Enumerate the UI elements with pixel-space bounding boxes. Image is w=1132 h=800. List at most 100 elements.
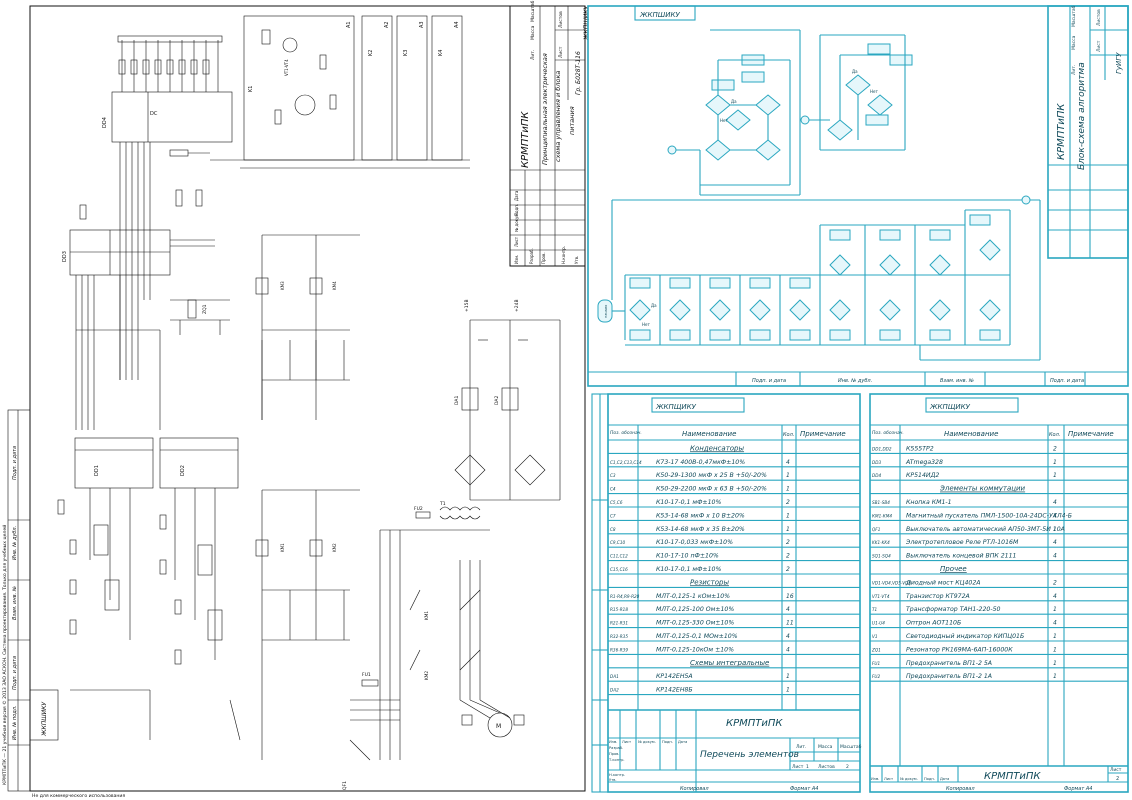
schematic-role-6: Разраб.	[529, 248, 534, 264]
list2-h-pos: Поз. обознач.	[872, 430, 904, 436]
side-field-2: Инв. № дубл.	[12, 526, 18, 560]
fu2-label: FU2	[414, 506, 423, 512]
flow-footer-2: Инв. № дубл.	[838, 378, 872, 384]
k1-label: K1	[248, 86, 254, 92]
flow2-no: Нет	[870, 89, 878, 94]
side-field-4: Подп. и дата	[12, 656, 18, 690]
schematic-tag: ЖКПЩИКУ	[583, 5, 590, 41]
list-cell-qty: 2	[1053, 445, 1057, 452]
list2-h-note: Примечание	[1068, 430, 1114, 438]
zq1-label: ZQ1	[202, 304, 208, 314]
side-field-1: Подп. и дата	[12, 446, 18, 480]
flow-col-2: Масса	[1071, 35, 1077, 50]
motor-label: M	[496, 723, 501, 730]
list2-role-1: Изм.	[871, 777, 879, 781]
side-field-5: Инв. № подл.	[12, 706, 18, 741]
list-section-title: Конденсаторы	[690, 444, 744, 452]
list-cell-pos: U1-U4	[872, 621, 885, 626]
list-cell-qty: 1	[1053, 633, 1057, 640]
list1-copied: Копировал	[680, 786, 709, 792]
list-cell-pos: SQ1-SQ4	[872, 554, 891, 559]
list-cell-qty: 2	[786, 499, 790, 506]
list1-sheet: 1	[806, 764, 809, 770]
schematic-title-3: питания	[568, 106, 576, 135]
list-cell-pos: DD1,DD2	[872, 446, 892, 451]
list-cell-pos: C9,C10	[610, 540, 626, 545]
schematic-role-8: Н.контр.	[561, 246, 566, 264]
km1-label: KM1	[280, 543, 285, 552]
list-cell-qty: 4	[1053, 512, 1057, 519]
schematic-role-2: Лист	[514, 236, 519, 247]
list-cell-name: К73-17 400В-0,47мкФ±10%	[656, 459, 745, 466]
list1-role-10: Утв.	[609, 778, 617, 782]
list2-role-5: Дата	[940, 777, 949, 781]
dd3-label: DD3	[62, 251, 68, 262]
km4-label: KM4	[332, 281, 337, 290]
list1-tag: ЖКПЩИКУ	[655, 403, 697, 411]
element-list-1: ЖКПЩИКУ Поз. обознач. Наименование Кол. …	[591, 393, 862, 793]
dd4-label: DD4	[102, 117, 108, 128]
km3-label: KM3	[280, 281, 285, 290]
list1-title: Перечень элементов	[700, 750, 799, 760]
list-cell-name: МЛТ-0,125-0,1 МОм±10%	[656, 633, 738, 640]
list-cell-name: Светодиодный индикатор КИПЦ01Б	[906, 633, 1024, 640]
list-cell-qty: 2	[786, 566, 790, 573]
list-cell-pos: DA1	[610, 674, 619, 679]
list-cell-name: Электротепловое Реле РТЛ-1016М	[905, 539, 1019, 546]
flow-tag: ЖКПШИКУ	[639, 11, 680, 19]
list-cell-pos: KK1-KK4	[872, 540, 890, 545]
list-cell-qty: 1	[1053, 660, 1057, 667]
list1-h-qty: Кол.	[783, 432, 794, 438]
margin-note: КРМПТиПК — 21 учебная версия © 2013 ЗАО …	[1, 525, 8, 785]
flow-footer-1: Подп. и дата	[752, 378, 786, 384]
vt-label: VT1-VT4	[284, 59, 289, 76]
schematic-role-4: Подп.	[514, 204, 519, 216]
list-section-title: Элементы коммутации	[939, 485, 1026, 493]
flowchart-sheet: Подп. и дата Инв. № дубл. Взам. инв. № П…	[587, 5, 1129, 387]
list2-role-2: Лист	[884, 777, 893, 781]
schematic-title-2: схема управления и блока	[554, 71, 562, 162]
flow-subroutine-2: Да Нет	[800, 34, 913, 151]
list-cell-pos: ZQ1	[871, 647, 881, 652]
list-cell-name: Магнитный пускатель ПМЛ-1500-10А-24DС-УХ…	[906, 512, 1072, 519]
list-cell-name: Транзистор КТ972А	[906, 593, 970, 600]
list1-role-9: Н.контр.	[609, 773, 625, 777]
schematic-sheets-label: Листов	[558, 11, 564, 28]
k2-label: K2	[368, 50, 374, 56]
qf1-label: QF1	[342, 781, 348, 790]
list-cell-qty: 2	[786, 553, 790, 560]
list2-format: Формат А4	[1064, 786, 1092, 792]
v1-label: +15В	[464, 299, 470, 312]
list-cell-name: МЛТ-0,125-1 кОм±10%	[656, 593, 730, 600]
list2-sheet: 2	[1116, 776, 1119, 782]
da1-label: DA1	[454, 396, 460, 405]
list-cell-pos: R21-R31	[610, 621, 628, 626]
list-cell-pos: V1	[872, 634, 878, 639]
list2-h-name: Наименование	[944, 430, 998, 438]
list2-role-3: № докум.	[900, 777, 918, 781]
list-cell-pos: C3	[610, 473, 616, 478]
list-cell-qty: 4	[786, 633, 790, 640]
list-cell-qty: 2	[786, 539, 790, 546]
schematic-org: КРМПТиПК	[520, 111, 531, 168]
margin-note-2: Не для коммерческого использования	[32, 793, 125, 799]
list-cell-pos: КМ1-КМ4	[872, 513, 892, 518]
schematic-role-9: Утв.	[574, 256, 579, 264]
flow-main-yes: Да	[651, 303, 657, 308]
list1-h-note: Примечание	[800, 430, 846, 438]
list-cell-qty: 4	[786, 646, 790, 653]
list-cell-pos: R15-R18	[610, 607, 628, 612]
list2-org: КРМПТиПК	[984, 771, 1041, 782]
km2-label: KM2	[332, 543, 337, 552]
list-cell-pos: R32-R35	[610, 634, 628, 639]
flow-sheet-label: Лист	[1096, 40, 1102, 52]
km-b-label: KM2	[424, 671, 429, 680]
list-section-title: Резисторы	[690, 578, 729, 586]
list-cell-pos: DA2	[610, 688, 619, 693]
list-cell-name: КР142ЕН5А	[656, 673, 693, 680]
list-cell-qty: 1	[786, 673, 790, 680]
list1-format: Формат А4	[790, 786, 818, 792]
list1-role-4: Подп.	[662, 740, 673, 744]
list-section-title: Схемы интегральные	[690, 659, 769, 667]
list-cell-name: К555ТР2	[906, 445, 934, 452]
